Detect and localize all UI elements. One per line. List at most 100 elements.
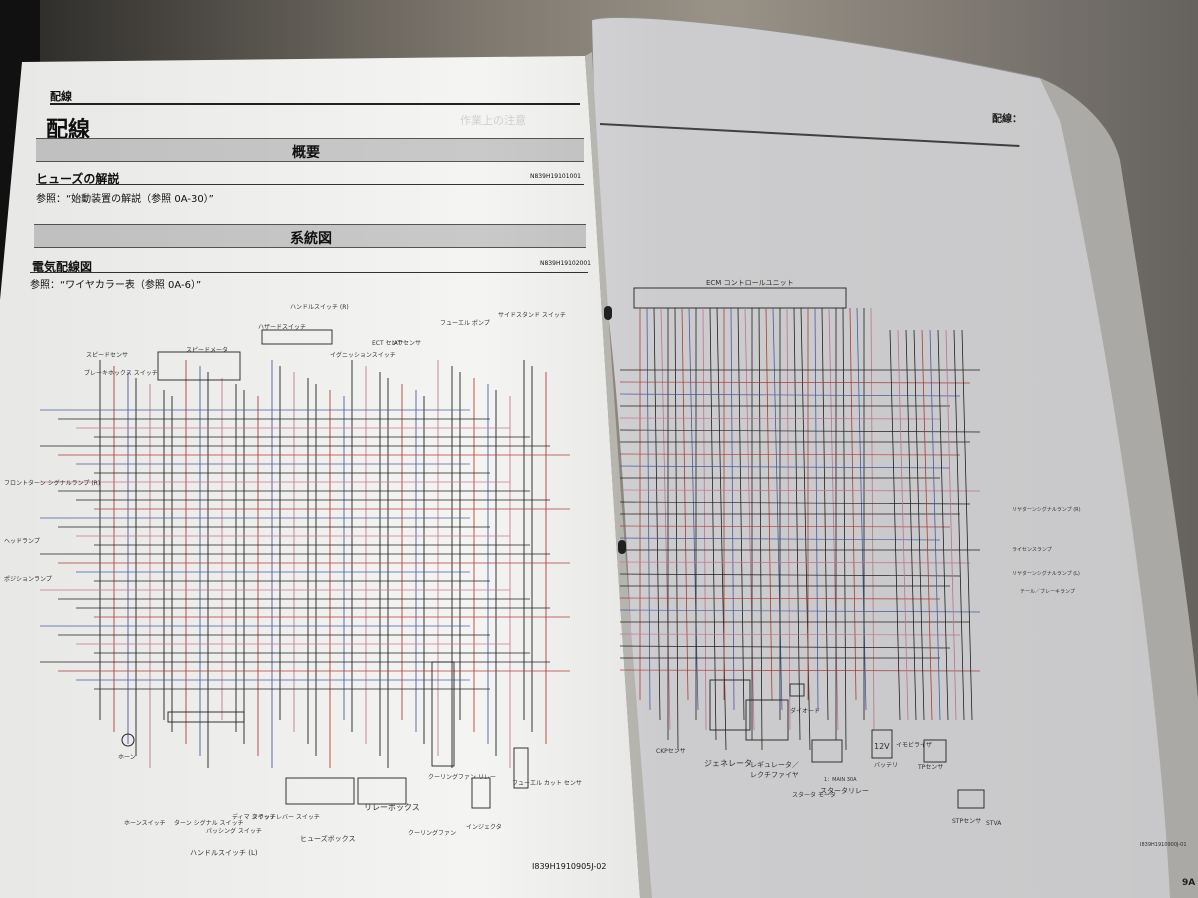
harness-wire [953, 329, 965, 721]
label-regulator: レギュレータ／レクチファイヤ [750, 761, 799, 779]
ecu-horizontal-wire [619, 489, 981, 492]
generator-box [709, 679, 751, 731]
label-headlamp: ヘッドランプ [4, 538, 40, 545]
ecu-wire [842, 307, 847, 751]
ecu-wire [786, 307, 791, 731]
label-front-turn-r: フロントターン シグナルランプ (R) [4, 480, 101, 487]
harness-wire [905, 329, 917, 721]
right-header: 配線： [992, 114, 1022, 125]
ecu-horizontal-wire [619, 381, 971, 384]
label-injector: インジェクタ [466, 824, 502, 831]
ecu-box [633, 287, 847, 309]
label-fuse-box: ヒューズボックス [300, 835, 356, 843]
ecu-wire [709, 307, 717, 741]
ecu-horizontal-wire [619, 669, 981, 672]
ecu-wire [646, 307, 651, 711]
wiring-rule [30, 272, 588, 273]
ecu-horizontal-wire [619, 633, 961, 636]
harness-wire [913, 329, 925, 721]
overview-title: 概要 [292, 145, 320, 161]
label-stp: STPセンサ [952, 818, 982, 825]
harness-wire [897, 329, 909, 721]
fuel-cut-sensor [513, 747, 529, 789]
ecu-horizontal-wire [619, 429, 981, 433]
label-ignition: イグニッションスイッチ [330, 352, 396, 359]
ecu-horizontal-wire [619, 609, 981, 613]
label-tps: TPセンサ [918, 764, 944, 771]
ecu-horizontal-wire [619, 393, 961, 397]
binding-hole [604, 306, 612, 320]
wiring-heading: 電気配線図 [32, 260, 93, 274]
left-figure-id: I839H1910905J-02 [532, 862, 607, 871]
label-speed-sensor: スピードセンサ [86, 352, 129, 359]
ecu-wire [744, 307, 755, 731]
label-cooling-fan: クーリングファン [408, 830, 457, 837]
right-figure-id: I839H1910900J-01 [1140, 842, 1187, 848]
label-turn-switch: ターン シグナル スイッチ [174, 820, 244, 827]
right-faint-title: 作業上の注意 [460, 114, 526, 127]
label-stva: STVA [986, 820, 1002, 827]
label-generator: ジェネレータ [704, 759, 752, 768]
label-fuel-cut: フューエル カット センサ [512, 780, 582, 787]
label-starter-motor: スタータ モータ [792, 792, 836, 799]
ecu-horizontal-wire [619, 453, 961, 456]
harness-wire [921, 329, 933, 721]
right-wiring-diagram [619, 287, 985, 809]
label-diode: ダイオード [790, 708, 821, 715]
label-clutch: クラッチレバー スイッチ [252, 814, 320, 821]
label-passing: パッシング スイッチ [206, 828, 262, 835]
label-immobilizer: イモビライザ [896, 742, 933, 749]
ecu-wire [870, 307, 875, 731]
wiring-reference: 参照：“ワイヤカラー表（参照 0A-6）” [30, 280, 202, 291]
label-license: ライセンスランプ [1012, 547, 1052, 553]
injector [471, 777, 491, 809]
ecu-wire [772, 307, 783, 711]
ecu-wire [814, 307, 819, 711]
label-starter-relay: スタータリレー [820, 787, 869, 795]
ecu-wire [681, 307, 689, 701]
label-dimmer: ディマ スイッチ [232, 814, 276, 821]
ecu-horizontal-wire [619, 537, 941, 541]
handle-switch-connector [261, 329, 333, 345]
label-brake-switch: ブレーキホックス スイッチ [84, 370, 158, 377]
ecu-horizontal-wire [619, 561, 971, 564]
ecu-horizontal-wire [619, 501, 971, 505]
label-iat: IAT センサ [392, 340, 421, 347]
label-cooling-relay: クーリングファン リレー [428, 774, 496, 781]
right-page-number: 9A [1182, 878, 1196, 888]
ecu-wire [849, 307, 857, 701]
wiring-code: N839H19102001 [540, 260, 591, 267]
ecu-wire [800, 307, 811, 751]
fuse-code: N839H19101001 [530, 173, 581, 180]
ecu-wire [828, 307, 839, 731]
harness-wire [945, 329, 957, 721]
label-main-fuse: 1：MAIN 30A [824, 777, 857, 783]
label-tail: テール／ブレーキランプ [1020, 589, 1075, 595]
fuse-rule [36, 184, 584, 185]
ecu-wire [702, 307, 707, 731]
header-rule [50, 103, 580, 105]
diode-box [789, 683, 805, 697]
fuse-heading: ヒューズの解説 [36, 172, 120, 186]
battery-box [871, 729, 893, 759]
ecu-wire [674, 307, 679, 751]
harness-wire [961, 329, 973, 721]
ecu-wire [765, 307, 773, 701]
label-ect: ECT センサ [372, 340, 404, 347]
ecu-horizontal-wire [619, 465, 951, 469]
label-speedometer: スピードメータ [186, 347, 229, 354]
ecu-wire [758, 307, 763, 751]
ecu-horizontal-wire [619, 525, 951, 528]
label-battery-v: 12V [874, 742, 890, 751]
ecu-wire [856, 307, 867, 711]
label-handle-switch-r: ハンドルスイッチ (R) [290, 304, 349, 311]
ecu-wire [730, 307, 735, 711]
binding-hole [618, 540, 626, 554]
ecu-horizontal-wire [619, 645, 951, 649]
system-bar: 系統図 [34, 224, 586, 248]
ecu-wire [716, 307, 727, 751]
speedometer-box [157, 351, 241, 381]
left-wiring-diagram [40, 329, 570, 809]
